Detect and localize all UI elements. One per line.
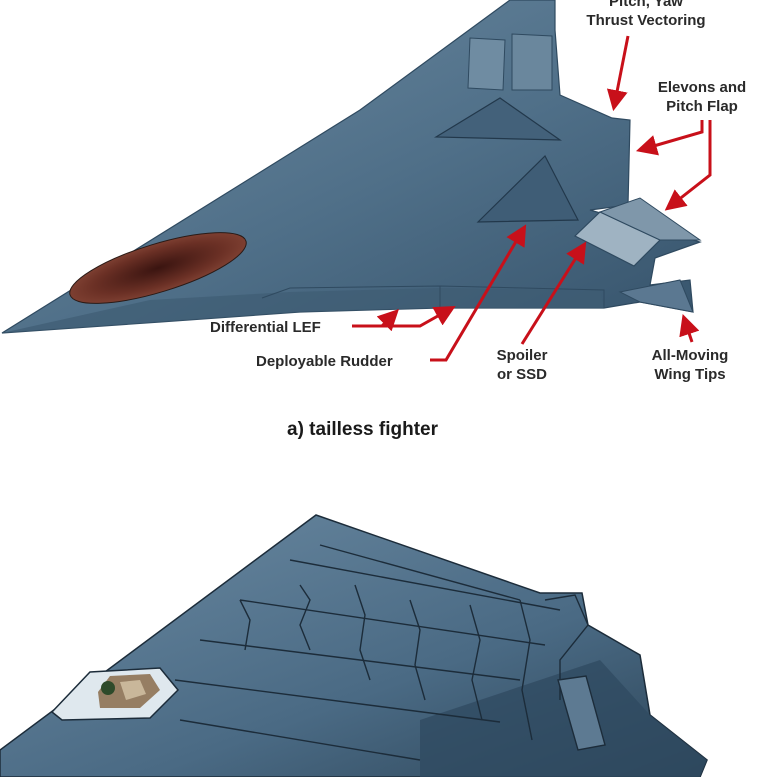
arrow-thrust-vectoring [606,35,630,112]
fighter-b-intake-slot [557,675,606,751]
label-spoiler: Spoiler or SSD [482,346,562,384]
fighter-a-spoiler-panel [476,155,579,223]
fighter-b-panel-lines [174,544,589,761]
arrow-deployable-rudder [430,224,527,362]
label-wing-tips-line2: Wing Tips [654,366,726,383]
tailless-fighter-illustration [1,0,702,334]
caption-tailless-fighter: a) tailless fighter [287,419,438,440]
fighter-b-pilot-camo [120,680,146,700]
second-fighter-illustration [0,514,708,778]
label-elevons-line1: Elevons and [657,79,747,96]
fighter-a-inlet [69,232,247,304]
fighter-a-wing-tip [618,279,694,313]
label-deployable-rudder: Deployable Rudder [256,353,393,370]
fighter-a-panel [433,97,562,141]
label-thrust-vectoring: Pitch, Yaw Thrust Vectoring [566,0,726,30]
arrow-elevons-lower [664,120,712,211]
arrow-elevons-upper [635,120,704,156]
arrow-differential-lef-2 [382,305,456,328]
fighter-a-panel [467,37,506,91]
fighter-b-shadow [420,660,707,777]
annotation-arrows [352,35,712,362]
label-spoiler-line2: or SSD [496,366,547,383]
fighter-a-panel [511,33,553,91]
arrow-wing-tips [679,314,700,343]
label-wing-tips-line1: All-Moving [651,347,729,364]
label-thrust-vectoring-line1: Pitch, Yaw [609,0,683,10]
label-elevons-line2: Pitch Flap [666,98,738,115]
label-differential-lef: Differential LEF [210,319,321,336]
label-elevons: Elevons and Pitch Flap [640,78,764,116]
fighter-a-underside [2,288,604,333]
arrow-differential-lef-1 [352,309,399,332]
fighter-a-pitch-flap [598,197,702,241]
label-thrust-vectoring-line2: Thrust Vectoring [586,12,706,29]
label-spoiler-line1: Spoiler [496,347,548,364]
label-wing-tips: All-Moving Wing Tips [636,346,744,384]
arrow-spoiler [520,241,587,345]
fighter-b-pilot-helmet [101,681,115,695]
